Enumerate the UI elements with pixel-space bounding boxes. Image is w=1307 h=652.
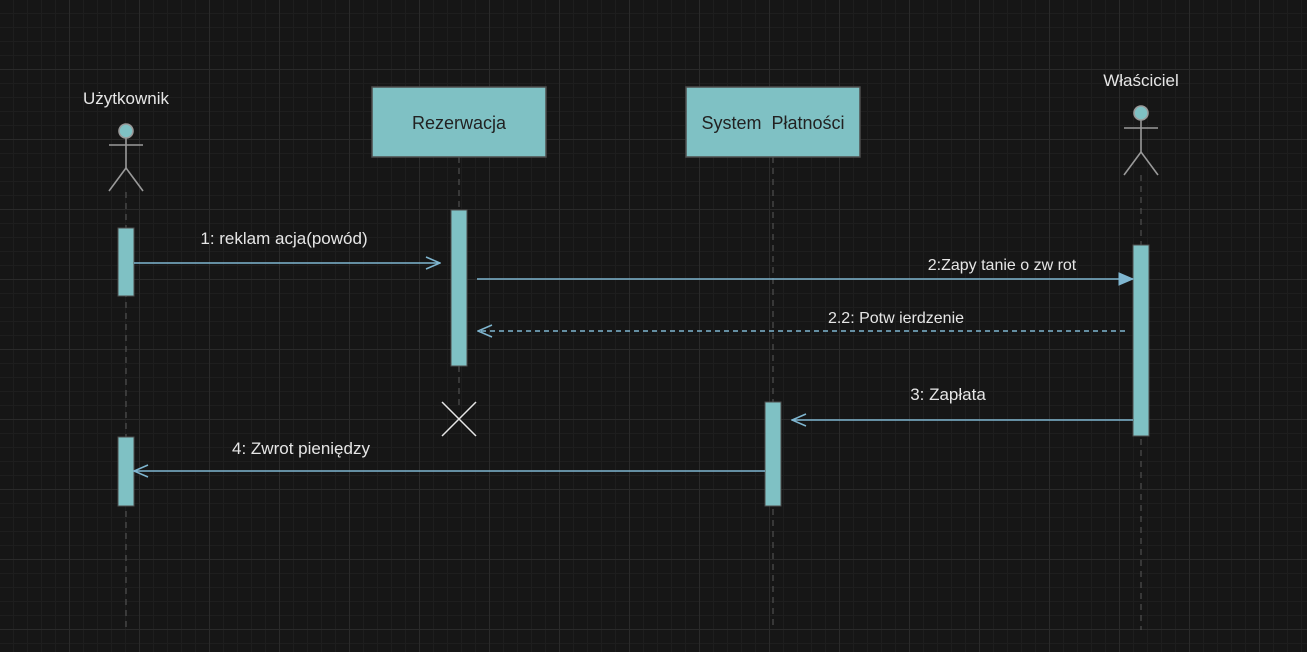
- activation-bar-system-platnosci[interactable]: [764, 401, 782, 507]
- stick-figure-icon: [1123, 105, 1159, 176]
- activation-bar-rezerwacja[interactable]: [450, 209, 468, 367]
- object-system-platnosci-label: System Płatności: [701, 113, 844, 133]
- message-1[interactable]: 1: reklam acja(powód): [134, 229, 440, 263]
- actor-uzytkownik-label: Użytkownik: [83, 89, 169, 108]
- activation-bar-uzytkownik-1[interactable]: [117, 227, 135, 297]
- message-3-label: 3: Zapłata: [910, 385, 986, 404]
- activation-bar-wlasciciel[interactable]: [1132, 244, 1150, 437]
- actor-wlasciciel-label: Właściciel: [1103, 71, 1179, 90]
- object-rezerwacja-label: Rezerwacja: [412, 113, 507, 133]
- destroy-x-icon: [441, 401, 477, 437]
- message-4[interactable]: 4: Zwrot pieniędzy: [134, 439, 765, 471]
- message-2-label: 2:Zapy tanie o zw rot: [928, 257, 1077, 274]
- message-2-2[interactable]: 2.2: Potw ierdzenie: [478, 310, 1125, 331]
- object-rezerwacja[interactable]: Rezerwacja: [371, 86, 547, 158]
- actor-wlasciciel[interactable]: Właściciel: [1103, 71, 1179, 176]
- message-4-label: 4: Zwrot pieniędzy: [232, 439, 370, 458]
- message-2-2-label: 2.2: Potw ierdzenie: [828, 310, 964, 327]
- stick-figure-icon: [108, 123, 144, 192]
- activation-bar-uzytkownik-2[interactable]: [117, 436, 135, 507]
- message-1-label: 1: reklam acja(powód): [200, 229, 367, 248]
- object-system-platnosci[interactable]: System Płatności: [685, 86, 861, 158]
- message-2[interactable]: 2:Zapy tanie o zw rot: [477, 257, 1133, 279]
- message-3[interactable]: 3: Zapłata: [792, 385, 1133, 420]
- actor-uzytkownik[interactable]: Użytkownik: [83, 89, 169, 192]
